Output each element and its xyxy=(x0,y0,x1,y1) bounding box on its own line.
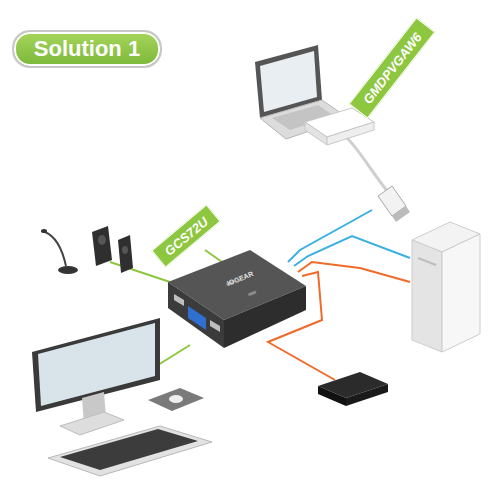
mouse-body xyxy=(169,395,183,403)
device-side xyxy=(346,384,388,406)
monitor xyxy=(32,318,160,435)
switch-right-face xyxy=(224,286,306,348)
speaker-cone xyxy=(98,235,106,245)
speaker-left xyxy=(92,226,112,266)
laptop-display xyxy=(260,51,317,112)
keyboard-keys xyxy=(60,429,198,470)
usb-port xyxy=(174,294,184,306)
adapter-side xyxy=(305,122,327,145)
usb-tip xyxy=(392,206,410,222)
kvm-switch xyxy=(168,250,306,348)
device-front xyxy=(318,386,346,406)
mouse xyxy=(148,388,204,411)
speaker-right xyxy=(118,235,133,273)
adapter-front xyxy=(327,122,374,145)
audio-cable xyxy=(110,262,170,282)
mic-head xyxy=(41,229,47,233)
adapter xyxy=(305,108,410,222)
switch-button xyxy=(248,291,257,297)
title-badge: Solution 1 xyxy=(12,30,162,68)
mouse-pad xyxy=(148,388,204,411)
usb-device xyxy=(318,372,388,406)
speakers xyxy=(41,226,133,274)
tower-front xyxy=(412,240,442,352)
keyboard xyxy=(48,426,212,476)
mic-base xyxy=(58,266,78,274)
speaker-cone xyxy=(122,246,128,254)
usb-port xyxy=(210,320,220,332)
leader-line xyxy=(205,250,222,262)
part-tag: GCS72U xyxy=(151,204,220,267)
usb-blue-cable xyxy=(288,210,372,262)
keyboard-body xyxy=(48,426,212,476)
monitor-foot xyxy=(60,412,124,435)
tower-pc xyxy=(412,222,480,352)
switch-left-face xyxy=(168,282,224,348)
vga-port xyxy=(188,306,206,330)
adapter-cable xyxy=(345,136,388,192)
part-tag: GMDPVGAW6 xyxy=(349,17,436,118)
tower-slot xyxy=(418,258,436,265)
tower-side xyxy=(442,234,480,352)
monitor-screen xyxy=(38,323,155,406)
mic-stand xyxy=(45,232,66,266)
